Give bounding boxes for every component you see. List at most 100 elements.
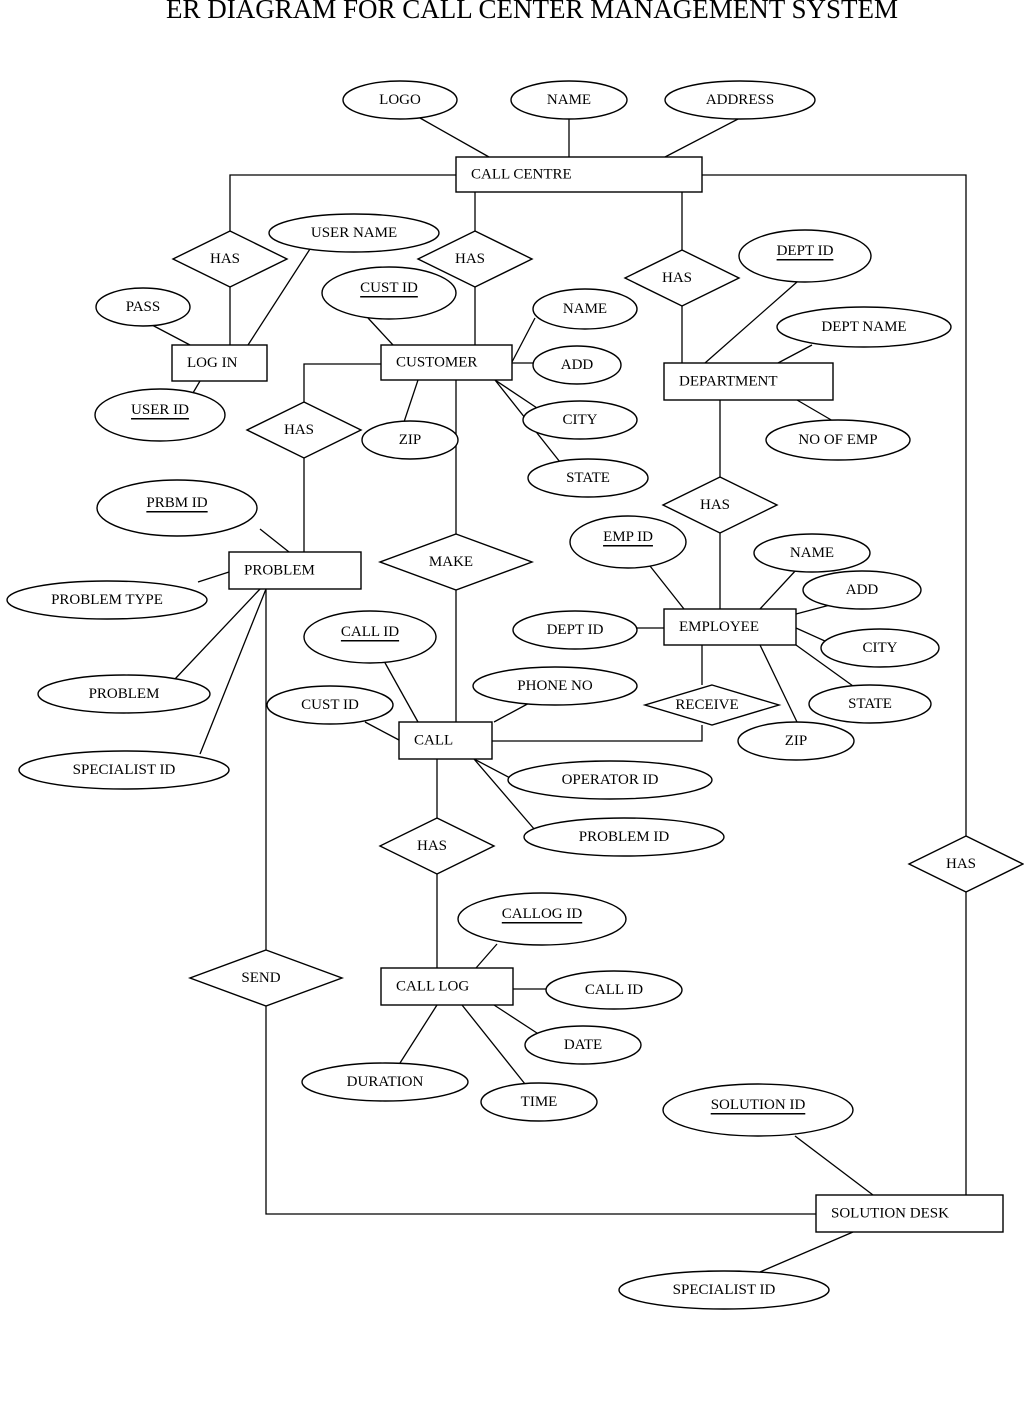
attribute-emp-add[interactable] [802, 570, 922, 610]
attribute-problem-attr[interactable] [37, 674, 211, 714]
entity-employee[interactable] [663, 608, 797, 646]
attribute-duration[interactable] [301, 1062, 469, 1102]
attribute-phone-no[interactable] [472, 666, 638, 706]
relationship-has-login[interactable] [171, 230, 289, 288]
attribute-cust-zip[interactable] [361, 420, 459, 460]
attribute-label-time: TIME [521, 1094, 558, 1110]
attribute-cust-name[interactable] [532, 288, 638, 330]
entity-call[interactable] [398, 721, 493, 760]
relationship-label-has-department: HAS [662, 270, 692, 286]
attribute-prbm-id[interactable] [96, 479, 258, 537]
attribute-specialist-id-problem[interactable] [18, 750, 230, 790]
attribute-cust-city[interactable] [522, 400, 638, 440]
attribute-label-duration: DURATION [347, 1074, 424, 1090]
relationship-has-solution[interactable] [907, 835, 1024, 893]
attribute-label-emp-state: STATE [848, 696, 892, 712]
attribute-label-log-call-id: CALL ID [585, 982, 643, 998]
entity-label-employee: EMPLOYEE [679, 619, 759, 635]
attribute-address[interactable] [664, 80, 816, 120]
attribute-label-solution-id: SOLUTION ID [711, 1097, 806, 1113]
relationship-label-make: MAKE [429, 554, 473, 570]
attribute-label-phone-no: PHONE NO [517, 678, 593, 694]
relationship-has-employee[interactable] [661, 476, 779, 534]
attribute-label-dept-name: DEPT NAME [821, 319, 906, 335]
attribute-call-id[interactable] [303, 610, 437, 664]
attribute-dept-id[interactable] [738, 229, 872, 283]
attribute-call-cust-id[interactable] [266, 685, 394, 725]
relationship-receive[interactable] [642, 684, 782, 726]
entity-customer[interactable] [380, 344, 513, 381]
entity-label-call-log: CALL LOG [396, 979, 469, 995]
entity-department[interactable] [663, 362, 834, 401]
entity-label-call-centre: CALL CENTRE [471, 167, 572, 183]
relationship-has-customer[interactable] [416, 230, 534, 288]
relationship-label-has-problem: HAS [284, 422, 314, 438]
attribute-label-problem-type: PROBLEM TYPE [51, 592, 163, 608]
attribute-label-problem-id: PROBLEM ID [579, 829, 670, 845]
relationship-label-has-customer: HAS [455, 251, 485, 267]
entity-solution-desk[interactable] [815, 1194, 1004, 1233]
attribute-label-specialist-id-desk: SPECIALIST ID [673, 1282, 776, 1298]
attribute-pass[interactable] [95, 287, 191, 327]
attribute-date[interactable] [524, 1025, 642, 1065]
attribute-label-address: ADDRESS [706, 92, 774, 108]
attribute-label-call-cust-id: CUST ID [301, 697, 359, 713]
attribute-time[interactable] [480, 1082, 598, 1122]
attribute-emp-city[interactable] [820, 628, 940, 668]
entity-label-problem: PROBLEM [244, 563, 315, 579]
attribute-user-name[interactable] [268, 213, 440, 253]
attribute-label-pass: PASS [126, 299, 160, 315]
attribute-emp-name[interactable] [753, 533, 871, 573]
attribute-label-no-of-emp: NO OF EMP [798, 432, 877, 448]
attribute-label-cust-id: CUST ID [360, 280, 418, 296]
relationship-make[interactable] [377, 533, 535, 591]
attribute-cust-add[interactable] [532, 345, 622, 385]
attribute-emp-zip[interactable] [737, 721, 855, 761]
attribute-cc-name[interactable] [510, 80, 628, 120]
entity-label-log-in: LOG IN [187, 355, 238, 371]
entity-label-solution-desk: SOLUTION DESK [831, 1206, 949, 1222]
attribute-label-logo: LOGO [379, 92, 421, 108]
attribute-specialist-id-desk[interactable] [618, 1270, 830, 1310]
attribute-label-specialist-id-problem: SPECIALIST ID [73, 762, 176, 778]
entity-label-call: CALL [414, 733, 453, 749]
attribute-label-cust-city: CITY [563, 412, 598, 428]
entity-call-centre[interactable] [455, 156, 703, 193]
attribute-no-of-emp[interactable] [765, 419, 911, 461]
attribute-problem-id[interactable] [523, 817, 725, 857]
attribute-label-callog-id: CALLOG ID [502, 906, 583, 922]
attribute-label-cust-state: STATE [566, 470, 610, 486]
relationship-has-problem[interactable] [245, 401, 363, 459]
attribute-label-operator-id: OPERATOR ID [562, 772, 659, 788]
attribute-label-cust-name: NAME [563, 301, 607, 317]
attribute-logo[interactable] [342, 80, 458, 120]
entity-problem[interactable] [228, 551, 362, 590]
attribute-cust-state[interactable] [527, 458, 649, 498]
entity-label-department: DEPARTMENT [679, 374, 778, 390]
relationship-has-department[interactable] [623, 249, 741, 307]
relationship-label-has-calllog: HAS [417, 838, 447, 854]
relationship-label-send: SEND [241, 970, 280, 986]
relationship-has-calllog[interactable] [378, 817, 496, 875]
attribute-log-call-id[interactable] [545, 970, 683, 1010]
attribute-label-cust-zip: ZIP [399, 432, 422, 448]
attribute-emp-id[interactable] [569, 515, 687, 569]
entity-log-in[interactable] [171, 344, 268, 382]
entity-call-log[interactable] [380, 967, 514, 1006]
attribute-label-emp-id: EMP ID [603, 529, 653, 545]
attribute-dept-name[interactable] [776, 306, 952, 348]
attribute-cust-id[interactable] [321, 266, 457, 320]
attribute-operator-id[interactable] [507, 760, 713, 800]
attribute-callog-id[interactable] [457, 892, 627, 946]
attribute-user-id[interactable] [94, 388, 226, 442]
attribute-problem-type[interactable] [6, 580, 208, 620]
relationship-send[interactable] [187, 949, 345, 1007]
relationship-label-receive: RECEIVE [675, 697, 738, 713]
attribute-emp-dept-id[interactable] [512, 610, 638, 650]
attribute-label-date: DATE [564, 1037, 602, 1053]
attribute-label-user-id: USER ID [131, 402, 189, 418]
attribute-emp-state[interactable] [808, 684, 932, 724]
attribute-solution-id[interactable] [662, 1083, 854, 1137]
